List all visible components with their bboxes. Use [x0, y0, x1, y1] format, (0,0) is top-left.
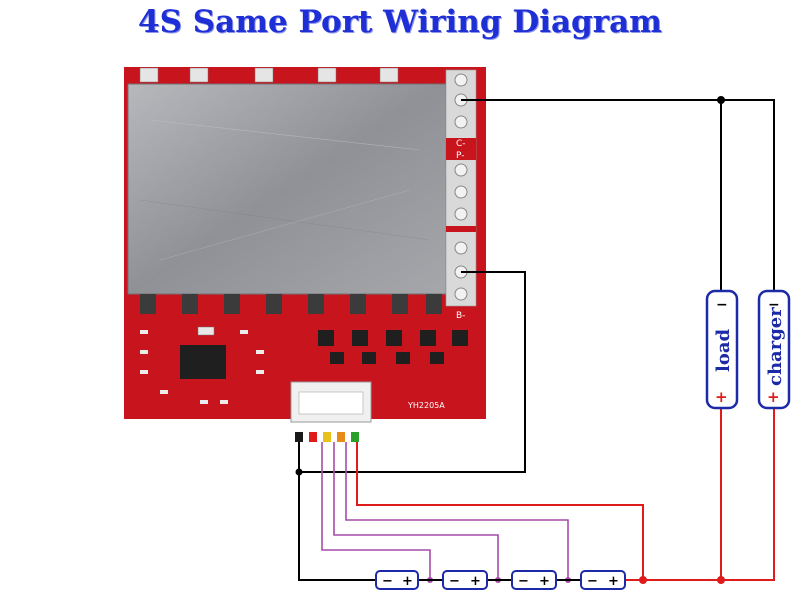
load-minus: −	[716, 297, 728, 313]
charger-label: charger	[765, 307, 786, 386]
load-device: − + load	[705, 289, 739, 410]
balance-connector	[290, 381, 372, 442]
battery-cell-1: − +	[375, 570, 419, 590]
cell-minus: −	[449, 574, 460, 589]
cell-plus: +	[402, 574, 413, 589]
pad-label-c: C-	[456, 139, 466, 149]
cell-minus: −	[518, 574, 529, 589]
charger-device: − + charger	[757, 289, 791, 410]
negative-output-wire	[461, 99, 775, 293]
charger-plus: +	[767, 388, 780, 406]
cell-minus: −	[382, 574, 393, 589]
lower-components	[140, 326, 468, 404]
pad-label-p: P-	[456, 151, 464, 161]
pad-label-b: B-	[456, 311, 465, 321]
junction-dot	[717, 96, 725, 104]
mosfet-legs	[140, 294, 442, 314]
top-mosfet-row	[139, 67, 399, 83]
battery-cell-4: − +	[580, 570, 626, 590]
cell-plus: +	[470, 574, 481, 589]
bms-board: C- P- B- YH2205A	[124, 67, 486, 419]
junction-dot	[295, 468, 303, 476]
battery-cell-3: − +	[511, 570, 557, 590]
battery-negative-wire	[298, 271, 526, 581]
cell-plus: +	[539, 574, 550, 589]
heat-sink	[127, 83, 447, 295]
cell-minus: −	[587, 574, 598, 589]
positive-wire	[356, 406, 775, 581]
charger-minus: −	[768, 297, 780, 313]
positive-junctions	[639, 576, 725, 584]
terminal-pads	[445, 69, 477, 307]
battery-cell-2: − +	[442, 570, 488, 590]
diagram-title: 4S Same Port Wiring Diagram	[138, 4, 662, 40]
cell-plus: +	[608, 574, 619, 589]
load-plus: +	[715, 388, 728, 406]
balance-wires	[321, 442, 569, 580]
load-label: load	[713, 328, 734, 372]
board-model-label: YH2205A	[407, 401, 445, 410]
